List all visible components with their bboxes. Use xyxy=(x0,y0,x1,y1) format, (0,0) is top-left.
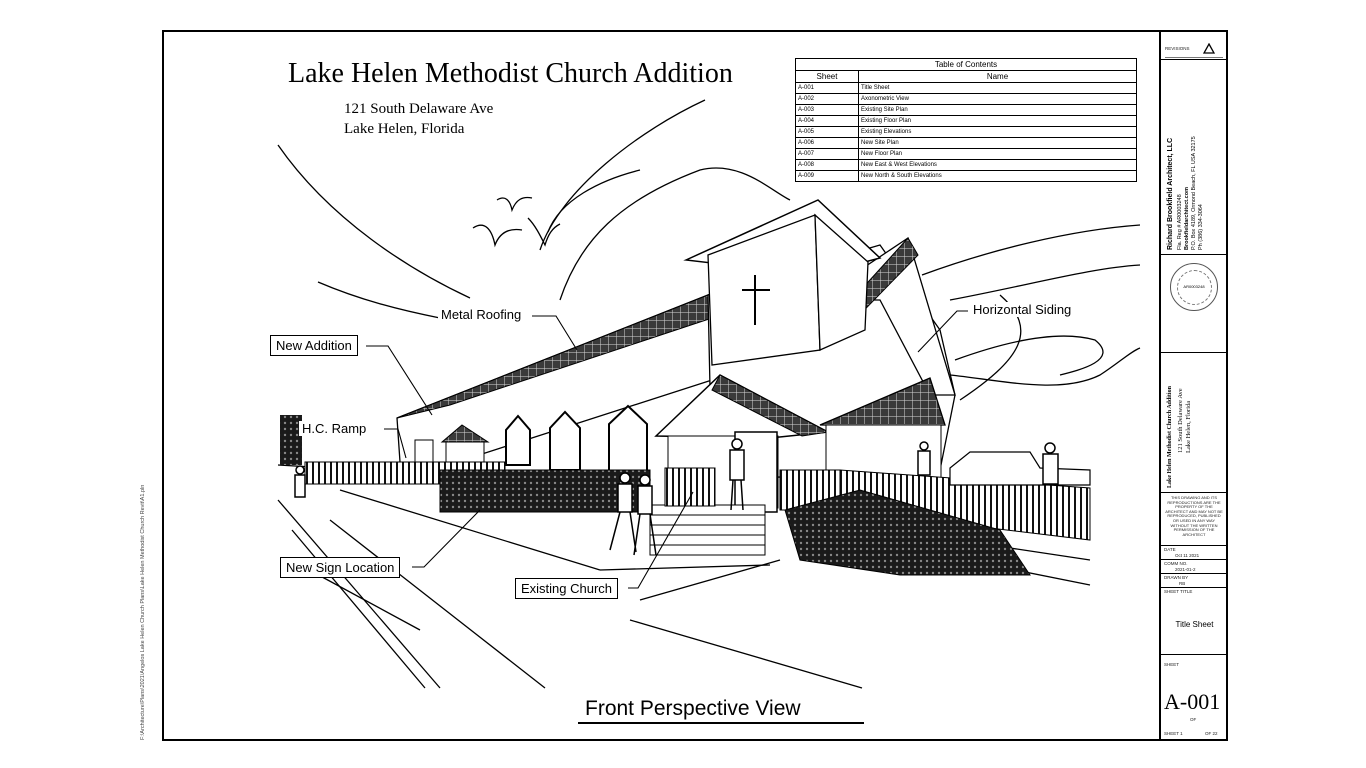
sheet-number: A-001 xyxy=(1164,689,1221,714)
sheet-title-value: Title Sheet xyxy=(1175,620,1214,629)
toc-name-cell: Existing Elevations xyxy=(858,126,1137,138)
comm-value: 2021-01-2 xyxy=(1175,567,1196,572)
toc-sheet-cell: A-005 xyxy=(795,126,859,138)
date-section: DATE Oct 11 2021 xyxy=(1161,546,1228,560)
toc-sheet-cell: A-002 xyxy=(795,93,859,105)
date-label: DATE xyxy=(1164,547,1176,552)
sheet-count-left: SHEET 1 xyxy=(1164,731,1183,736)
seal-section: AR0003248 xyxy=(1161,255,1228,353)
callout-new-addition: New Addition xyxy=(270,335,358,356)
tb-project-address1: 121 South Delaware Ave xyxy=(1177,388,1184,453)
firm-name: Richard Brookfield Architect, LLC xyxy=(1167,137,1174,250)
tb-project-title: Lake Helen Methodist Church Addition xyxy=(1167,386,1173,488)
tb-project-address2: Lake Helen, Florida xyxy=(1185,400,1192,453)
copyright-section: THIS DRAWING AND ITS REPRODUCTIONS ARE T… xyxy=(1161,493,1228,546)
drawn-by-section: DRAWN BY RB xyxy=(1161,574,1228,588)
sheet-number-section: SHEET A-001 OF SHEET 1 OF 22 xyxy=(1161,655,1228,739)
revisions-label: REVISIONS xyxy=(1165,46,1190,51)
firm-phone: Ph (386) 334-3064 xyxy=(1198,204,1204,250)
toc-name-cell: Title Sheet xyxy=(858,82,1137,94)
callout-metal-roofing: Metal Roofing xyxy=(438,307,525,322)
copyright-notice: THIS DRAWING AND ITS REPRODUCTIONS ARE T… xyxy=(1165,495,1223,537)
sheet-title-section: SHEET TITLE Title Sheet xyxy=(1161,588,1228,655)
callout-hc-ramp: H.C. Ramp xyxy=(299,421,370,436)
toc-sheet-cell: A-004 xyxy=(795,115,859,127)
toc-sheet-cell: A-003 xyxy=(795,104,859,116)
architect-seal: AR0003248 xyxy=(1170,263,1218,311)
date-value: Oct 11 2021 xyxy=(1175,553,1200,558)
callout-horizontal-siding: Horizontal Siding xyxy=(970,302,1075,317)
project-title: Lake Helen Methodist Church Addition xyxy=(288,58,733,89)
view-caption: Front Perspective View xyxy=(585,697,801,720)
toc-sheet-cell: A-008 xyxy=(795,159,859,171)
comm-section: COMM NO. 2021-01-2 xyxy=(1161,560,1228,574)
drawn-by-label: DRAWN BY xyxy=(1164,575,1189,580)
sheet-title-label: SHEET TITLE xyxy=(1164,589,1193,594)
callout-existing-church: Existing Church xyxy=(515,578,619,599)
toc-name-cell: New Floor Plan xyxy=(858,148,1137,160)
toc-name-cell: Existing Site Plan xyxy=(858,104,1137,116)
toc-column-name: Name xyxy=(858,70,1137,83)
toc-name-cell: New Site Plan xyxy=(858,137,1137,149)
drawn-by-value: RB xyxy=(1179,581,1186,586)
toc-column-sheet: Sheet xyxy=(795,70,859,83)
project-address-line2: Lake Helen, Florida xyxy=(344,121,465,137)
caption-underline xyxy=(578,722,864,724)
firm-address: P.O. Box 4189, Ormond Beach, FL USA 3217… xyxy=(1191,136,1197,250)
project-address-line1: 121 South Delaware Ave xyxy=(344,101,494,117)
toc-name-cell: New North & South Elevations xyxy=(858,170,1137,182)
toc-name-cell: Existing Floor Plan xyxy=(858,115,1137,127)
firm-website: Brookfieldarchitect.com xyxy=(1184,187,1190,250)
toc-sheet-cell: A-007 xyxy=(795,148,859,160)
comm-label: COMM NO. xyxy=(1164,561,1188,566)
sheet-label: SHEET xyxy=(1164,662,1180,667)
project-info-section: Lake Helen Methodist Church Addition 121… xyxy=(1161,353,1228,493)
revision-triangle-icon xyxy=(1203,43,1215,54)
toc-sheet-cell: A-006 xyxy=(795,137,859,149)
seal-text: AR0003248 xyxy=(1183,284,1205,289)
callout-new-sign-location: New Sign Location xyxy=(280,557,401,578)
firm-section: Richard Brookfield Architect, LLC Fla. R… xyxy=(1161,60,1228,255)
toc-name-cell: Axonometric View xyxy=(858,93,1137,105)
toc-sheet-cell: A-009 xyxy=(795,170,859,182)
toc-heading: Table of Contents xyxy=(795,58,1137,71)
toc-name-cell: New East & West Elevations xyxy=(858,159,1137,171)
revisions-section: REVISIONS xyxy=(1161,30,1228,60)
title-block: REVISIONS Richard Brookfield Architect, … xyxy=(1159,30,1228,741)
of-label: OF xyxy=(1190,717,1197,722)
firm-registration: Fla. Reg # AR0003248 xyxy=(1177,194,1183,250)
toc-sheet-cell: A-001 xyxy=(795,82,859,94)
sheet-count-right: OF 22 xyxy=(1205,731,1218,736)
